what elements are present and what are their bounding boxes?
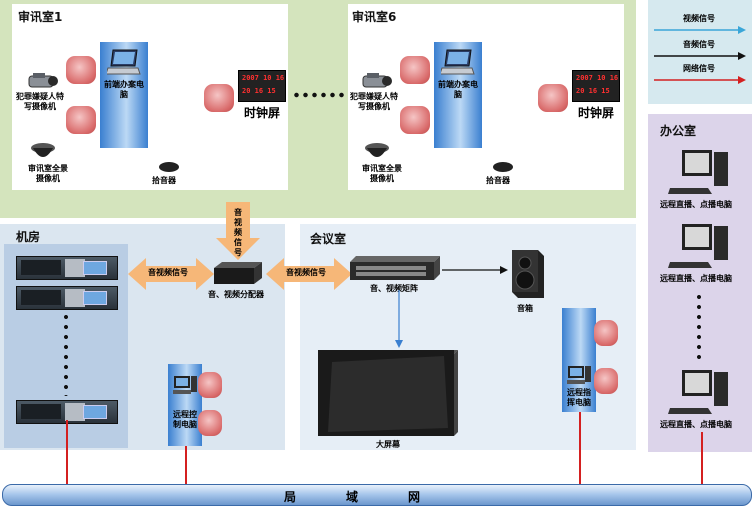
suspect-camera-label-6: 犯罪嫌疑人特写摄像机 [350,92,398,111]
lan-bus: 局域网 [2,484,752,506]
suspect-camera-label-1: 犯罪嫌疑人特写摄像机 [16,92,64,111]
pickup-icon [493,162,513,172]
seat-cushion [594,368,618,394]
network-line-remote-command [579,412,581,484]
remote-command-pc-panel [562,308,596,412]
av-signal-right-arrow [266,258,352,290]
clock-line-time: 20 16 15 [576,87,610,95]
panorama-camera-label-6: 审讯室全景摄像机 [362,164,402,183]
office-desktop-pc-icon [668,224,728,268]
room-title-machine-room: 机房 [16,230,41,244]
seat-cushion [66,106,96,134]
av-splitter-device [214,262,262,284]
office-pc-label-2: 远程直播、点播电脑 [660,274,732,283]
speaker-label: 音箱 [517,304,533,313]
clock-screen-label-6: 时钟屏 [578,106,615,120]
av-signal-label-right: 音视频信号 [286,268,326,277]
speaker-icon [512,250,544,298]
panorama-camera-icon [31,143,55,157]
clock-screen-6: 2007 10 16 20 16 15 [572,70,620,102]
seat-cushion [198,410,222,436]
legend-line-audio [654,52,746,60]
video-line-matrix-to-screen [395,290,403,348]
remote-command-pc-label: 远程指挥电脑 [567,388,591,407]
seat-cushion [66,56,96,84]
clock-line-date: 2007 10 16 [576,74,619,82]
av-matrix-label: 音、视频矩阵 [370,284,418,293]
seat-cushion [400,56,430,84]
av-splitter-label: 音、视频分配器 [208,290,264,299]
legend-box [648,0,752,104]
panorama-camera-icon [365,143,389,157]
clock-line-time: 20 16 15 [242,87,276,95]
network-line-office [701,432,703,484]
seat-cushion [400,106,430,134]
seat-cushion [594,320,618,346]
room-title-interrogation-1: 审讯室1 [18,10,63,24]
remote-control-pc-label: 远程控制电脑 [173,410,197,429]
frontend-pc-label-1: 前端办案电脑 [104,80,144,99]
suspect-camera-icon [362,73,392,88]
frontend-pc-label-6: 前端办案电脑 [438,80,478,99]
laptop-icon [107,49,141,75]
audio-line-matrix-to-speaker [442,266,508,274]
av-signal-label-left: 音视频信号 [148,268,188,277]
big-screen-label: 大屏幕 [376,440,400,449]
seat-cushion [538,84,568,112]
av-signal-left-arrow [128,258,214,290]
desktop-pc-icon [567,366,591,384]
seat-cushion [204,84,234,112]
pickup-label-1: 拾音器 [152,176,176,185]
office-pc-label-1: 远程直播、点播电脑 [660,200,732,209]
av-matrix-device [350,256,440,280]
room-title-office: 办公室 [660,124,697,138]
av-signal-label-vertical: 音视频信号 [234,208,242,257]
network-line-machine-room [66,420,68,484]
clock-screen-label-1: 时钟屏 [244,106,281,120]
room-title-meeting-room: 会议室 [310,232,347,246]
legend-line-network [654,76,746,84]
rack-dots [64,312,68,396]
legend-line-video [654,26,746,34]
network-line-remote-control [185,446,187,484]
legend-label-audio: 音频信号 [683,40,715,49]
pickup-icon [159,162,179,172]
seat-cushion [198,372,222,398]
office-pc-label-3: 远程直播、点播电脑 [660,420,732,429]
room-title-interrogation-6: 审讯室6 [352,10,397,24]
panorama-camera-label-1: 审讯室全景摄像机 [28,164,68,183]
office-desktop-pc-icon [668,150,728,194]
suspect-camera-icon [28,73,58,88]
desktop-pc-icon [173,376,197,394]
legend-label-network: 网络信号 [683,64,715,73]
office-dots [697,292,701,362]
ellipsis-dots [292,92,344,98]
legend-label-video: 视频信号 [683,14,715,23]
office-desktop-pc-icon [668,370,728,414]
clock-screen-1: 2007 10 16 20 16 15 [238,70,286,102]
big-screen-display [318,350,458,436]
server-rack [16,286,118,310]
server-rack [16,256,118,280]
pickup-label-6: 拾音器 [486,176,510,185]
laptop-icon [441,49,475,75]
clock-line-date: 2007 10 16 [242,74,285,82]
av-signal-down-arrow [216,202,260,260]
lan-label: 局域网 [283,490,470,504]
